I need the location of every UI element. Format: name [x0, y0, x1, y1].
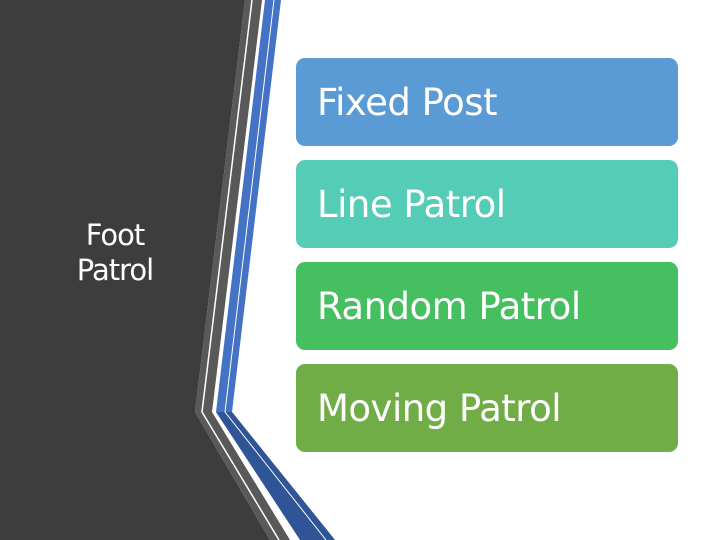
- gray-stripe-line: [201, 0, 280, 540]
- item-random-patrol: Random Patrol: [296, 262, 678, 350]
- item-list: Fixed Post Line Patrol Random Patrol Mov…: [296, 58, 678, 452]
- item-line-patrol: Line Patrol: [296, 160, 678, 248]
- root-node-label: Foot Patrol: [76, 218, 154, 287]
- blue-stripe-line: [224, 0, 327, 540]
- item-moving-patrol: Moving Patrol: [296, 364, 678, 452]
- item-fixed-post: Fixed Post: [296, 58, 678, 146]
- dark-panel: [0, 0, 270, 540]
- blue-stripe: [216, 0, 335, 540]
- gray-stripe: [195, 0, 290, 540]
